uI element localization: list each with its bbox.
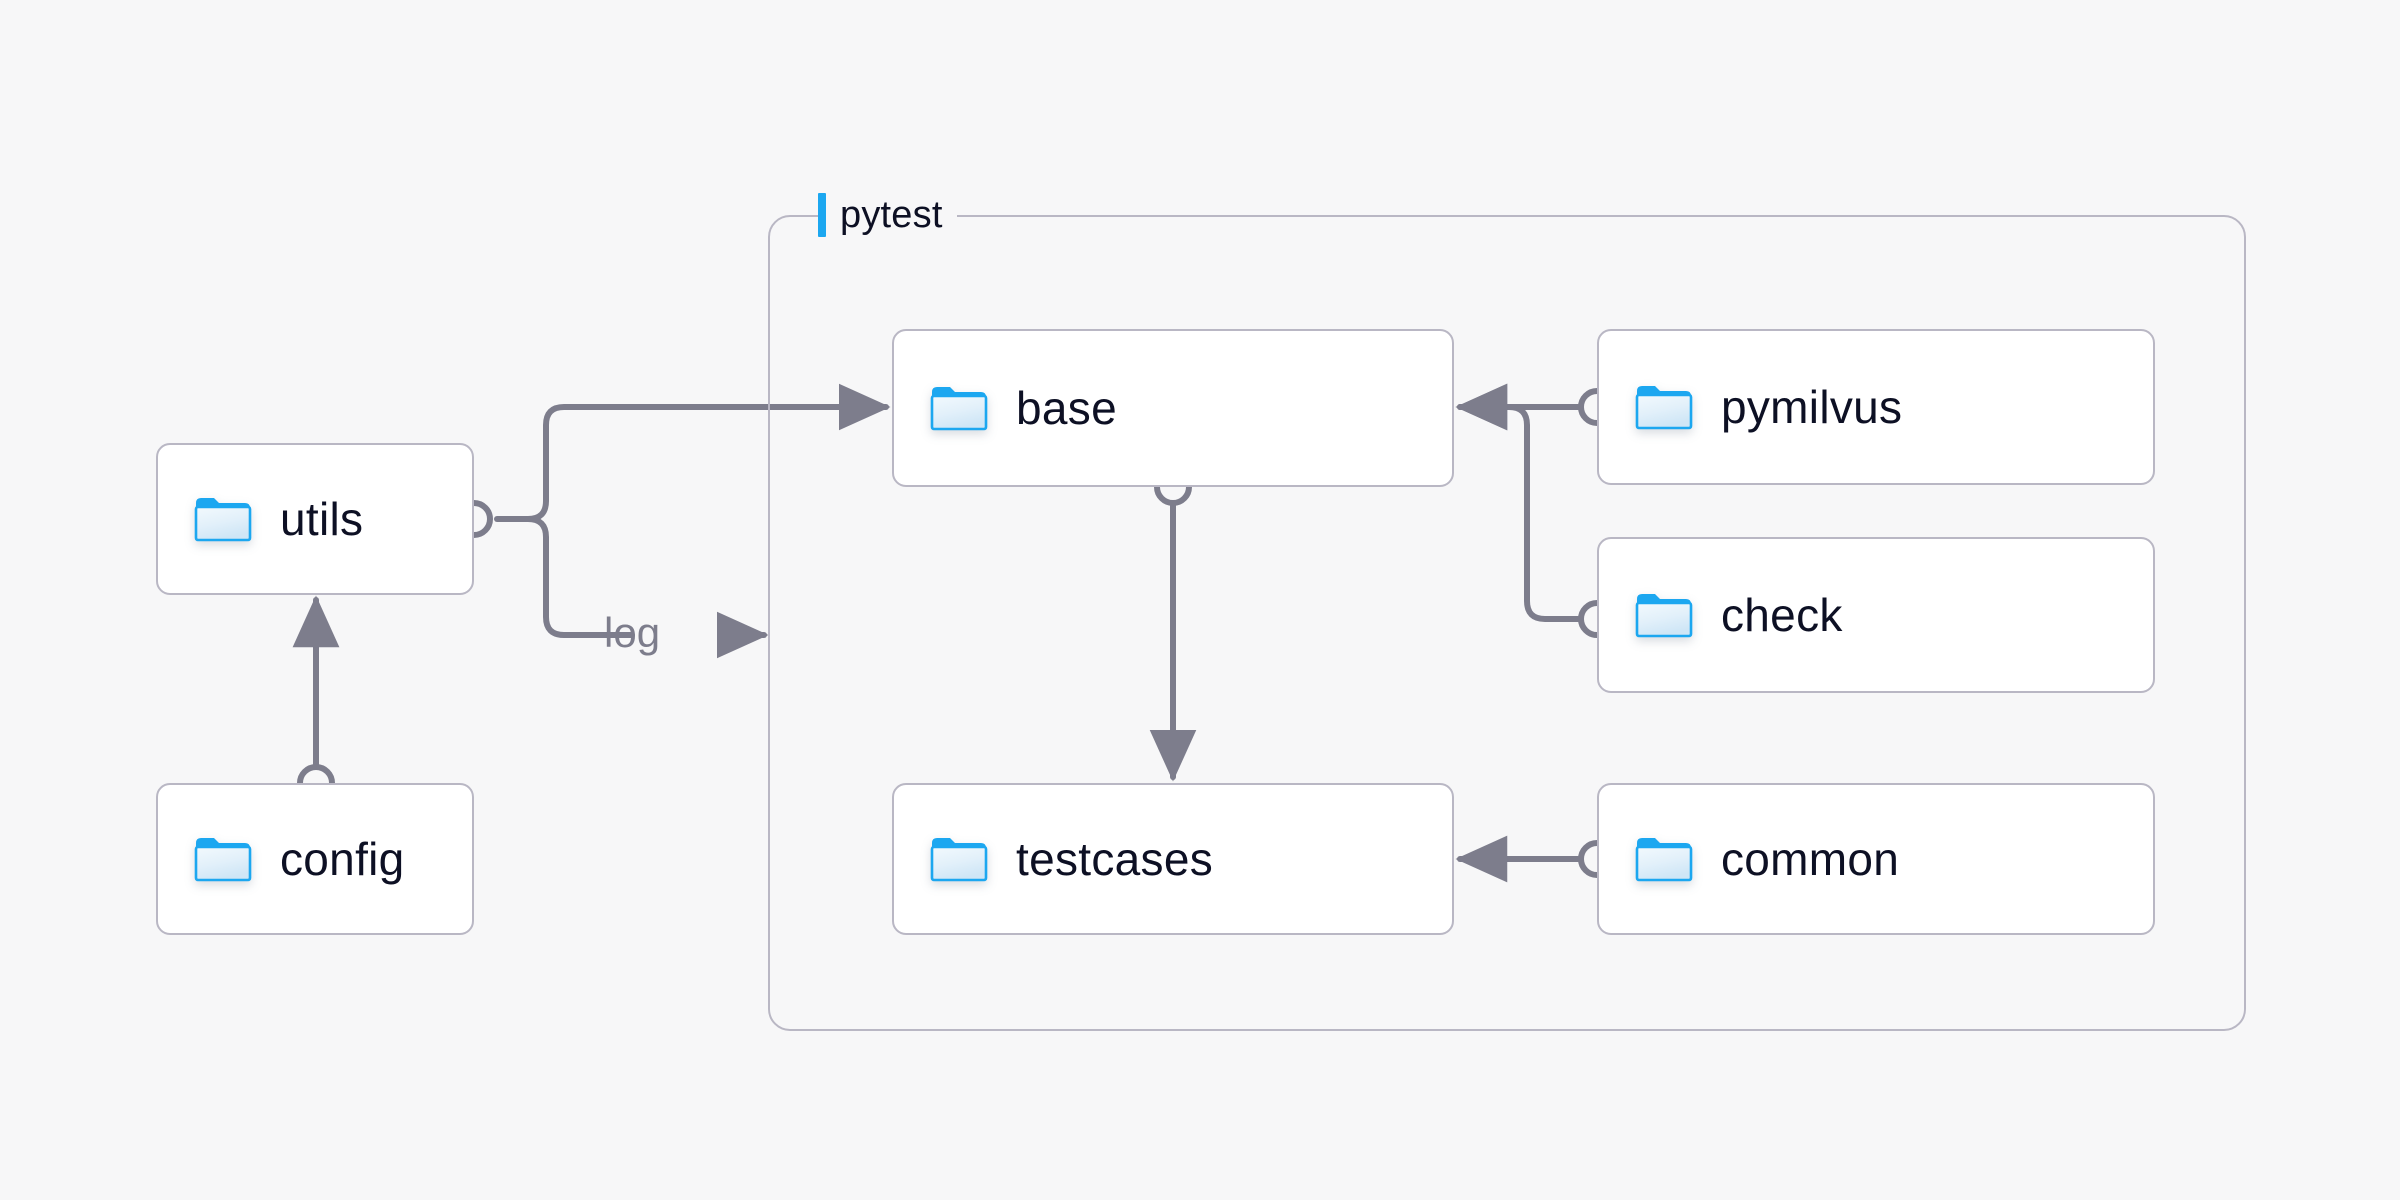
node-testcases[interactable]: testcases — [892, 783, 1454, 935]
folder-icon — [194, 495, 252, 543]
node-label: testcases — [1016, 833, 1214, 885]
folder-icon — [1635, 591, 1693, 639]
node-config[interactable]: config — [156, 783, 474, 935]
node-label: check — [1721, 589, 1843, 641]
node-pymilvus[interactable]: pymilvus — [1597, 329, 2155, 485]
folder-icon — [194, 835, 252, 883]
node-label: utils — [280, 493, 364, 545]
group-accent-bar — [818, 193, 826, 237]
node-utils[interactable]: utils — [156, 443, 474, 595]
group-pytest-container — [768, 215, 2246, 1031]
folder-icon — [1635, 383, 1693, 431]
node-common[interactable]: common — [1597, 783, 2155, 935]
edge-label-log: log — [604, 609, 661, 656]
node-check[interactable]: check — [1597, 537, 2155, 693]
node-label: common — [1721, 833, 1900, 885]
folder-icon — [930, 835, 988, 883]
folder-icon — [930, 384, 988, 432]
folder-icon — [1635, 835, 1693, 883]
node-label: config — [280, 833, 405, 885]
node-label: base — [1016, 382, 1117, 434]
node-label: pymilvus — [1721, 381, 1903, 433]
node-base[interactable]: base — [892, 329, 1454, 487]
group-label-text: pytest — [840, 194, 943, 236]
group-pytest-label: pytest — [818, 192, 957, 238]
